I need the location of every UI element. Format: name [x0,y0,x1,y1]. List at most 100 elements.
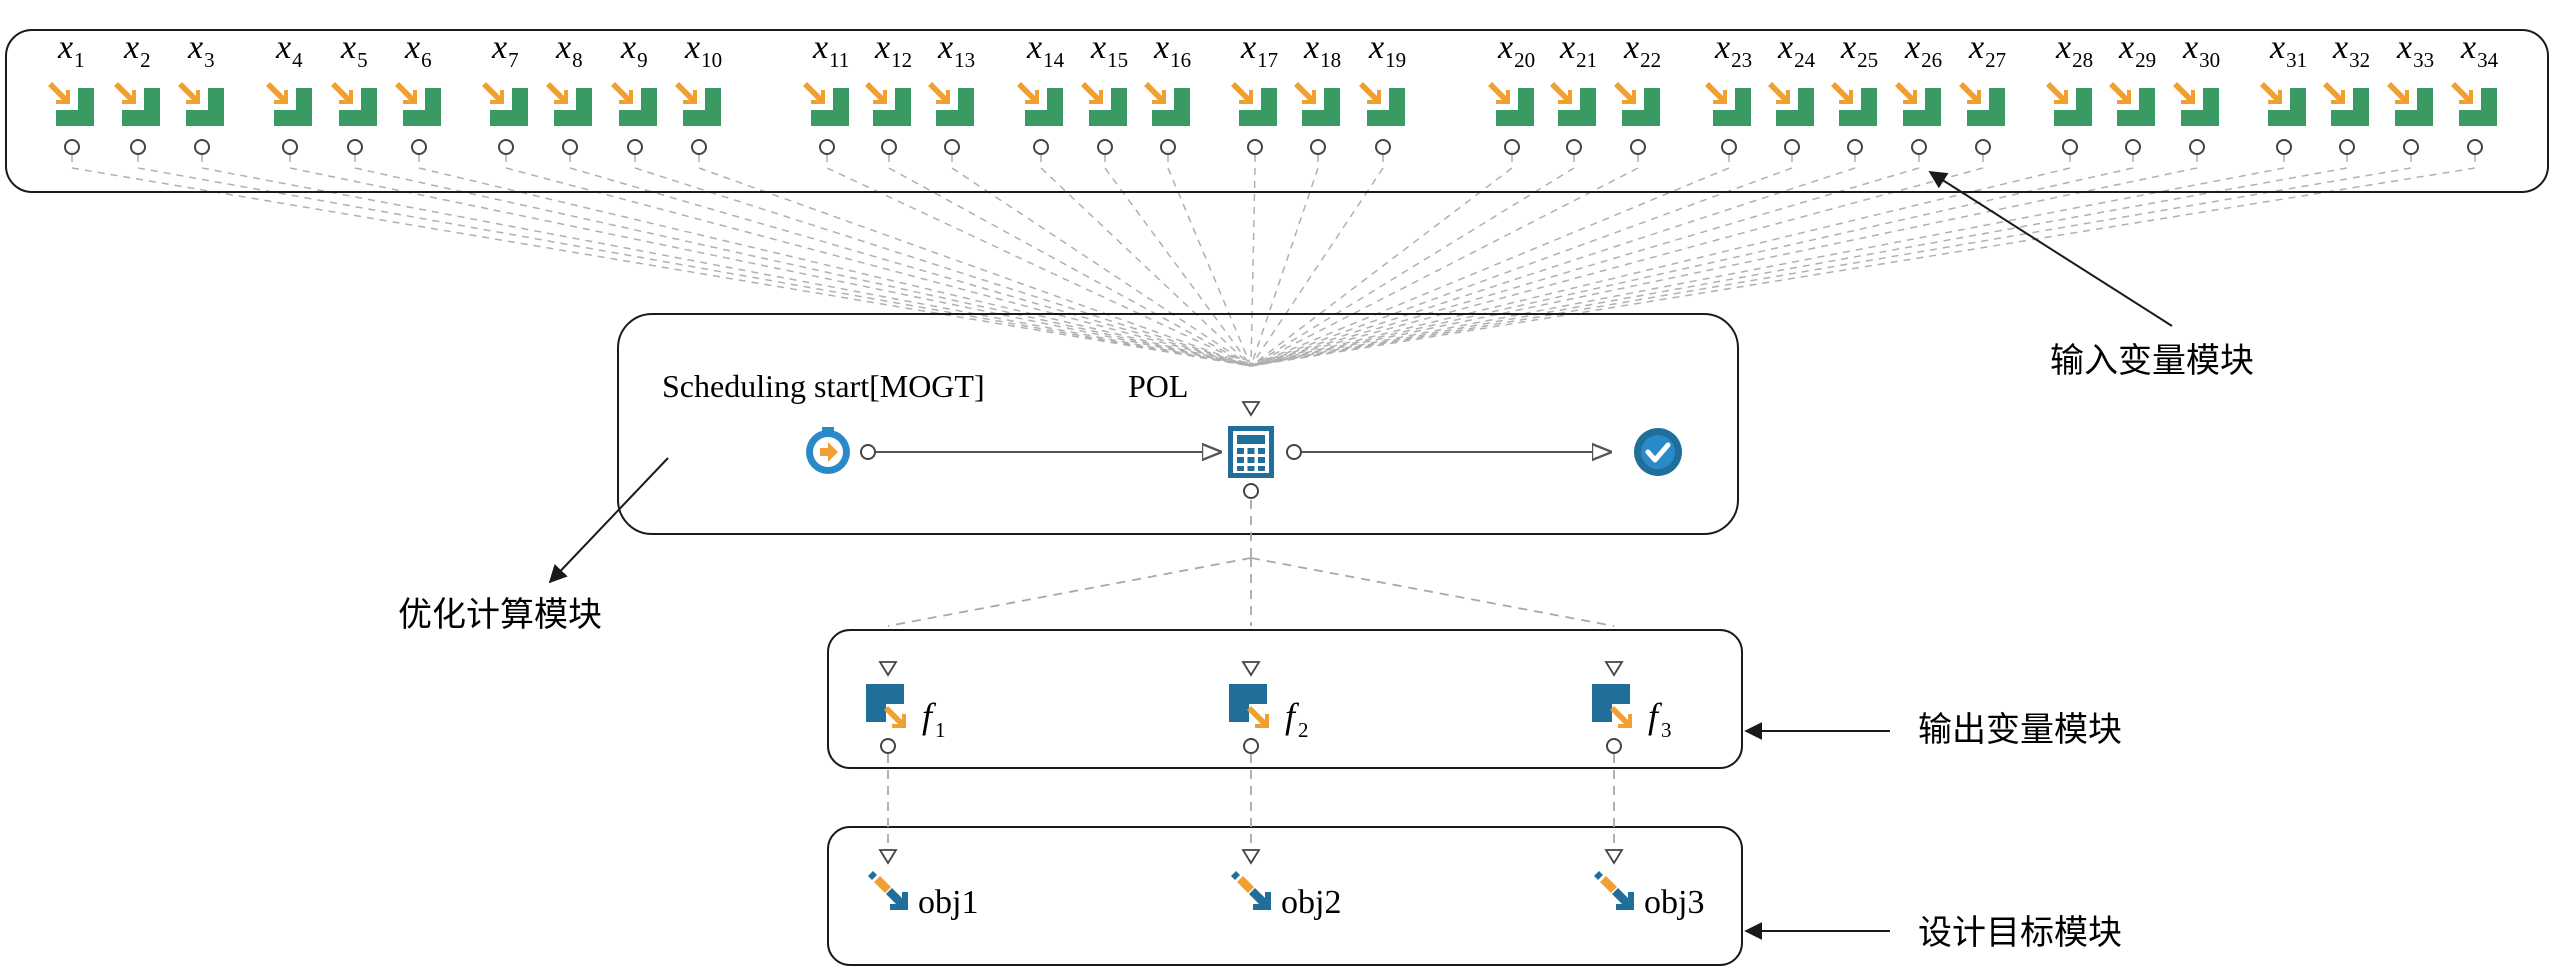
input-variable-node[interactable]: x15 [1081,29,1128,155]
input-variable-node[interactable]: x12 [865,29,912,155]
input-connection-line [201,155,1252,367]
input-variable-port[interactable] [2339,139,2355,155]
input-variable-node[interactable]: x16 [1144,29,1191,155]
objective-node[interactable]: obj1 [868,849,978,921]
input-variable-node[interactable]: x9 [611,29,657,155]
input-variable-port[interactable] [2062,139,2078,155]
input-variable-node[interactable]: x11 [803,29,849,155]
input-variable-port[interactable] [944,139,960,155]
objective-input-port[interactable] [1604,849,1624,865]
input-connection-line [1167,155,1252,367]
input-variable-node[interactable]: x22 [1614,29,1661,155]
input-variable-port[interactable] [1630,139,1646,155]
input-variable-port[interactable] [627,139,643,155]
input-variable-node[interactable]: x20 [1488,29,1535,155]
input-variable-port[interactable] [2189,139,2205,155]
check-circle-icon[interactable] [1634,428,1682,476]
input-variable-node[interactable]: x26 [1895,29,1942,155]
input-variable-port[interactable] [1911,139,1927,155]
input-variable-node[interactable]: x31 [2260,29,2307,155]
input-variable-port[interactable] [1504,139,1520,155]
input-variable-port[interactable] [2403,139,2419,155]
input-variable-port[interactable] [64,139,80,155]
input-variable-node[interactable]: x6 [395,29,441,155]
input-variable-port[interactable] [819,139,835,155]
input-variable-port[interactable] [1721,139,1737,155]
input-variable-port[interactable] [1784,139,1800,155]
pol-output-port[interactable] [1286,444,1302,460]
input-variable-label: x7 [491,29,519,72]
input-variable-port[interactable] [881,139,897,155]
input-variable-port[interactable] [1033,139,1049,155]
input-variable-icon [1705,82,1751,126]
input-variable-node[interactable]: x27 [1959,29,2006,155]
input-variable-port[interactable] [1310,139,1326,155]
input-variable-node[interactable]: x34 [2451,29,2499,155]
output-variable-port[interactable] [1243,738,1259,754]
input-variable-port[interactable] [1247,139,1263,155]
input-variable-port[interactable] [194,139,210,155]
output-input-port[interactable] [1241,661,1261,677]
input-variable-icon [2387,82,2433,126]
input-variable-port[interactable] [2467,139,2483,155]
input-variable-port[interactable] [130,139,146,155]
output-input-port[interactable] [1604,661,1624,677]
input-module-frame [5,29,2549,193]
scheduling-start-icon[interactable] [806,427,850,474]
input-variable-node[interactable]: x21 [1550,29,1597,155]
objective-input-port[interactable] [878,849,898,865]
start-output-port[interactable] [860,444,876,460]
input-variable-node[interactable]: x13 [928,29,975,155]
input-variable-port[interactable] [498,139,514,155]
input-variable-node[interactable]: x7 [482,29,528,155]
pol-input-port[interactable] [1241,401,1261,417]
input-variable-port[interactable] [1975,139,1991,155]
input-variable-node[interactable]: x19 [1359,29,1406,155]
input-variable-node[interactable]: x29 [2109,29,2156,155]
input-variable-port[interactable] [2125,139,2141,155]
input-variable-node[interactable]: x18 [1294,29,1341,155]
input-variable-port[interactable] [2276,139,2292,155]
input-variable-port[interactable] [411,139,427,155]
pol-bottom-port[interactable] [1243,483,1259,499]
input-variable-port[interactable] [1566,139,1582,155]
input-variable-node[interactable]: x10 [675,29,722,155]
input-variable-node[interactable]: x25 [1831,29,1878,155]
input-variable-node[interactable]: x8 [546,29,592,155]
input-variable-label: x34 [2460,29,2499,72]
objective-node[interactable]: obj3 [1594,849,1704,921]
objective-node[interactable]: obj2 [1231,849,1341,921]
calculator-icon[interactable] [1228,426,1274,478]
input-variable-node[interactable]: x30 [2173,29,2220,155]
input-variable-node[interactable]: x5 [331,29,377,155]
input-variable-port[interactable] [1847,139,1863,155]
input-variable-node[interactable]: x1 [48,29,94,155]
input-variable-port[interactable] [1375,139,1391,155]
input-variable-port[interactable] [1097,139,1113,155]
input-variable-node[interactable]: x3 [178,29,224,155]
output-variable-port[interactable] [880,738,896,754]
input-variable-icon [1614,82,1660,126]
input-variable-icon [1488,82,1534,126]
input-variable-node[interactable]: x28 [2046,29,2093,155]
input-variable-node[interactable]: x17 [1231,29,1278,155]
input-variable-port[interactable] [691,139,707,155]
input-variable-port[interactable] [1160,139,1176,155]
output-input-port[interactable] [878,661,898,677]
output-variable-port[interactable] [1606,738,1622,754]
input-variable-node[interactable]: x23 [1705,29,1752,155]
input-variable-node[interactable]: x4 [266,29,312,155]
input-variable-port[interactable] [282,139,298,155]
objective-input-port[interactable] [1241,849,1261,865]
input-variable-node[interactable]: x33 [2387,29,2434,155]
input-variable-node[interactable]: x14 [1017,29,1065,155]
input-variable-port[interactable] [562,139,578,155]
input-variable-node[interactable]: x32 [2323,29,2370,155]
input-variable-node[interactable]: x2 [114,29,160,155]
input-variable-port[interactable] [347,139,363,155]
input-variable-node[interactable]: x24 [1768,29,1816,155]
